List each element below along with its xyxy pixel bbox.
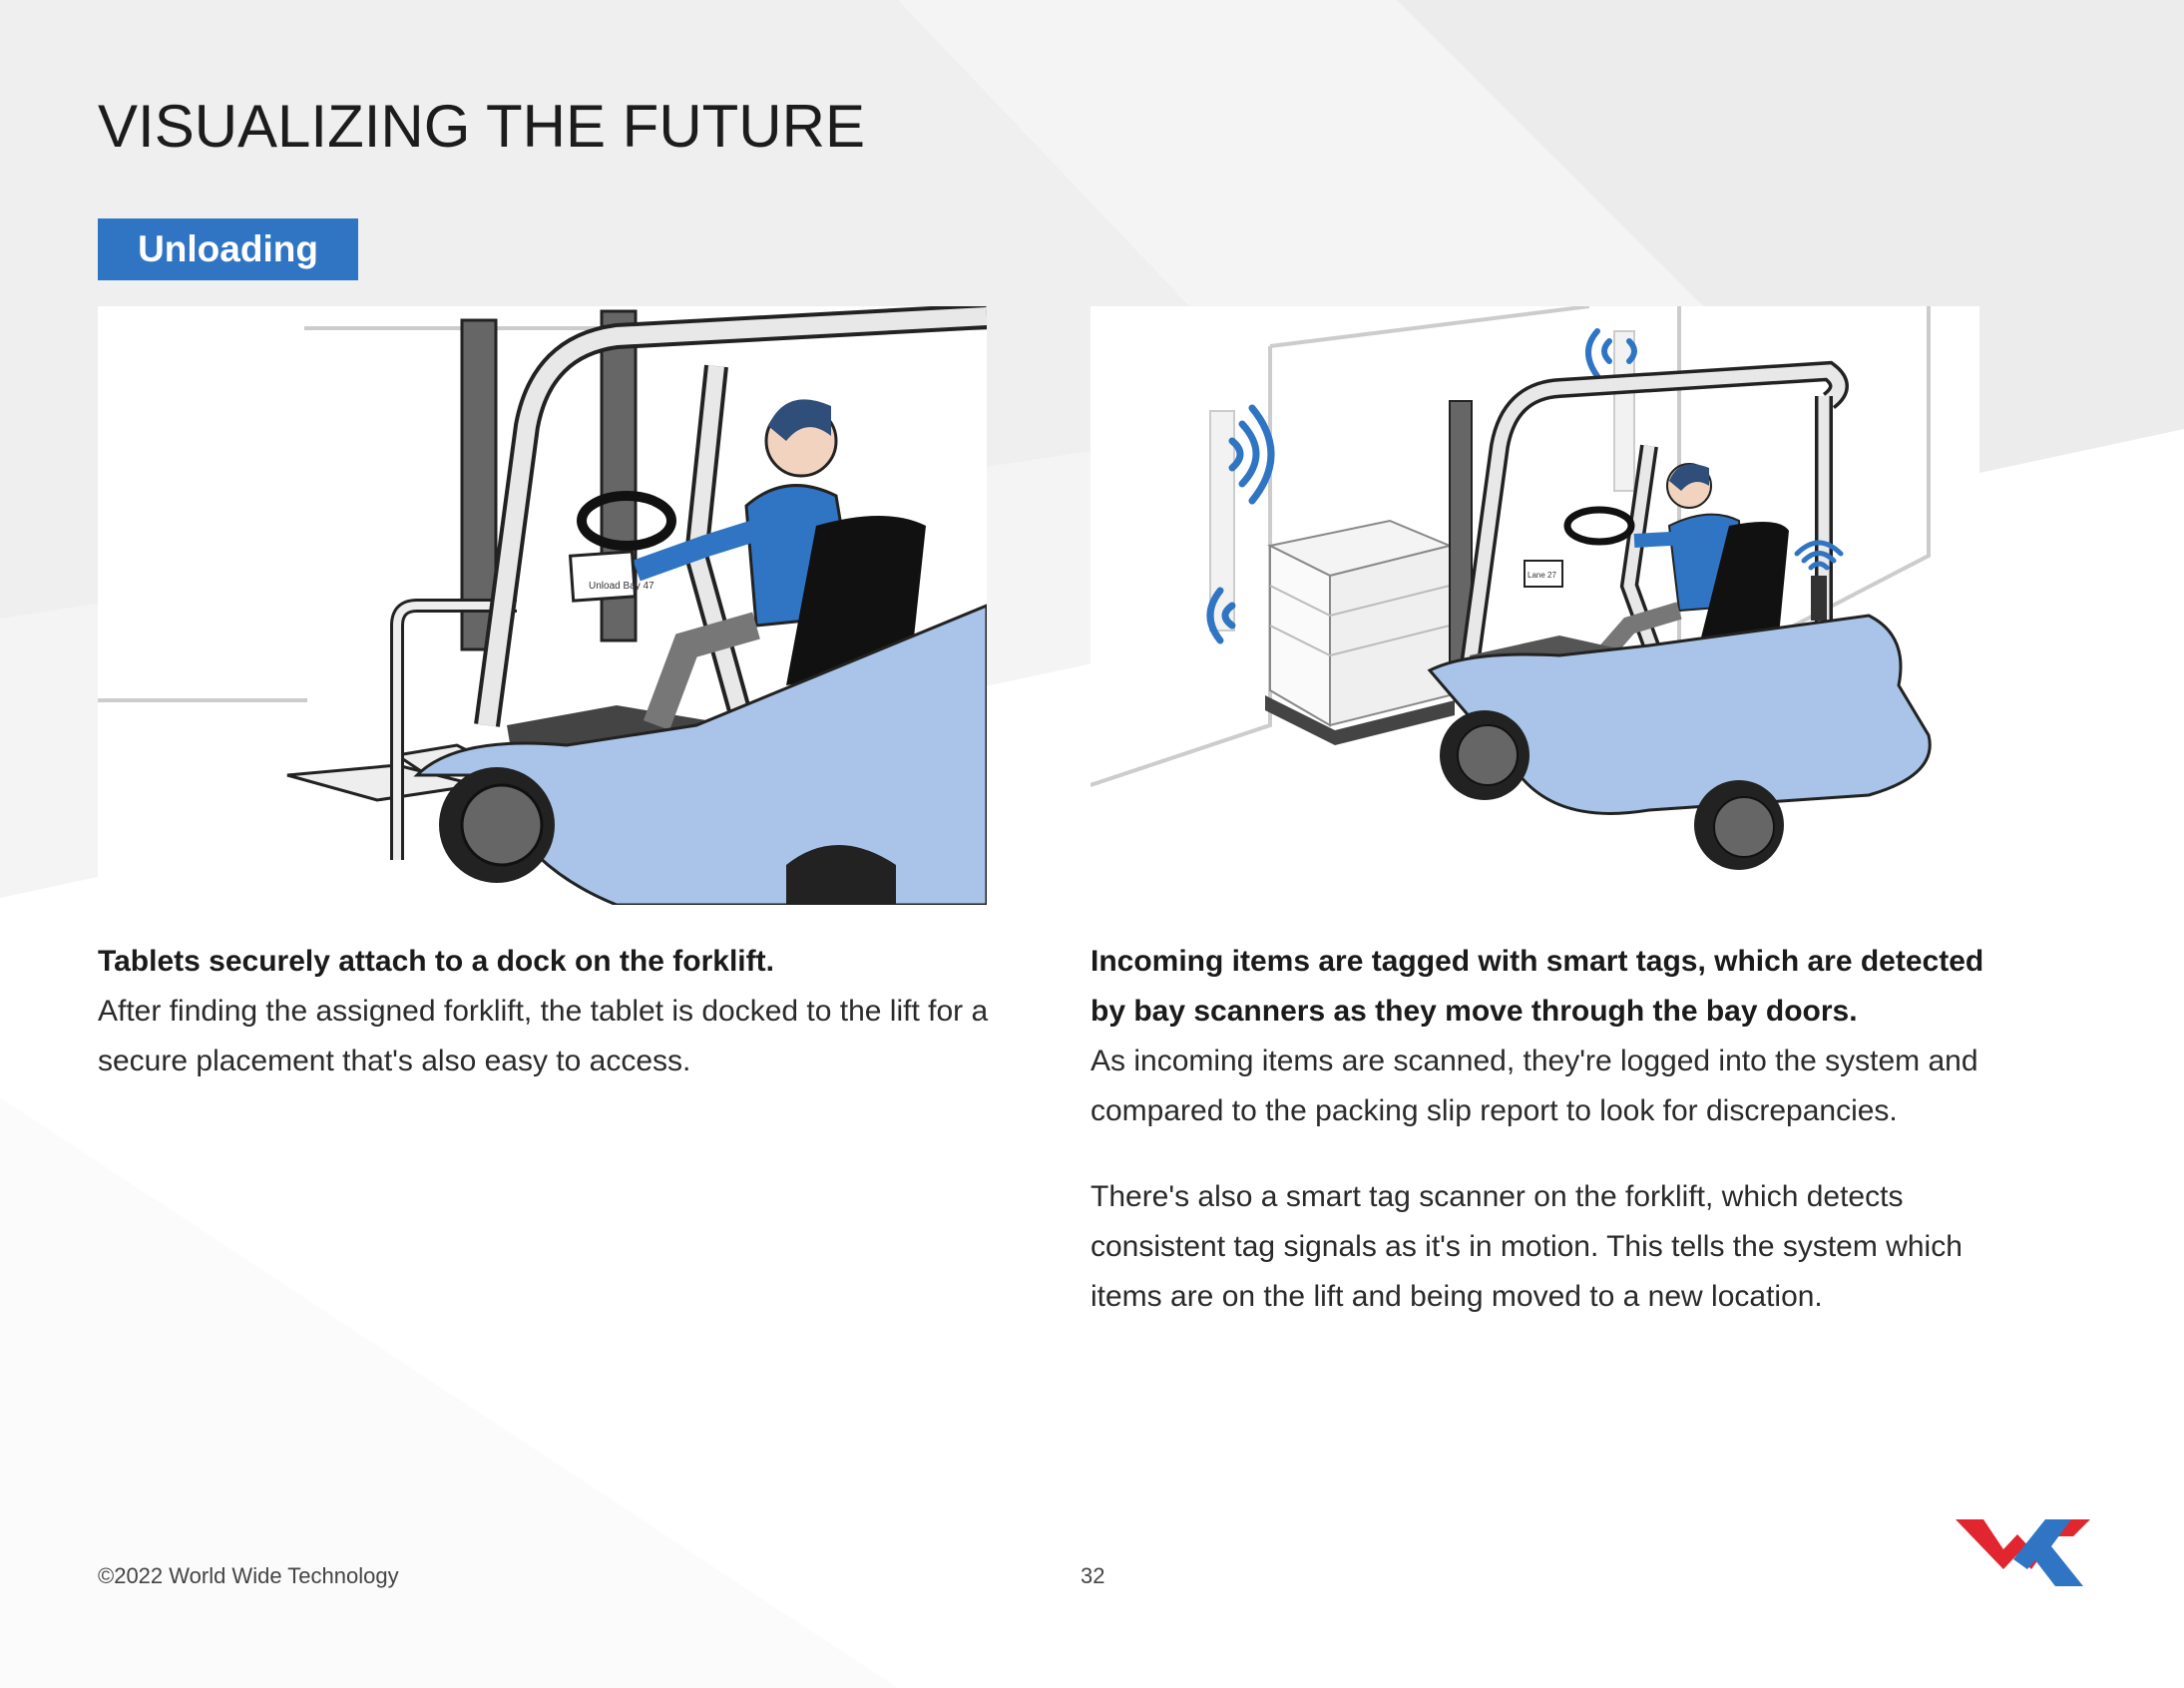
forklift-smart-tag-illustration: Lane 27 [1091, 306, 1979, 872]
section-badge: Unloading [98, 218, 358, 280]
right-description: Incoming items are tagged with smart tag… [1091, 937, 1988, 1322]
left-body: After finding the assigned forklift, the… [98, 995, 989, 1077]
right-lead: Incoming items are tagged with smart tag… [1091, 945, 1984, 1028]
right-body-1: As incoming items are scanned, they're l… [1091, 1045, 1978, 1127]
forklift-tablet-illustration: Unload Bay 47 [98, 306, 987, 905]
page-title: VISUALIZING THE FUTURE [98, 93, 865, 160]
forklift-scanner-signal-icon [1794, 540, 1844, 571]
door-scanner-signal-icon [1585, 328, 1637, 379]
right-body-2: There's also a smart tag scanner on the … [1091, 1180, 1963, 1313]
tablet-label: Lane 27 [1528, 571, 1556, 580]
tablet-label: Unload Bay 47 [589, 581, 655, 592]
left-lead: Tablets securely attach to a dock on the… [98, 945, 774, 978]
page-number: 32 [1081, 1563, 1105, 1588]
bay-scanner-signal-icon [1206, 404, 1275, 644]
footer-copyright: ©2022 World Wide Technology [98, 1563, 399, 1588]
wwt-logo-icon [1956, 1519, 2090, 1586]
left-description: Tablets securely attach to a dock on the… [98, 937, 996, 1086]
